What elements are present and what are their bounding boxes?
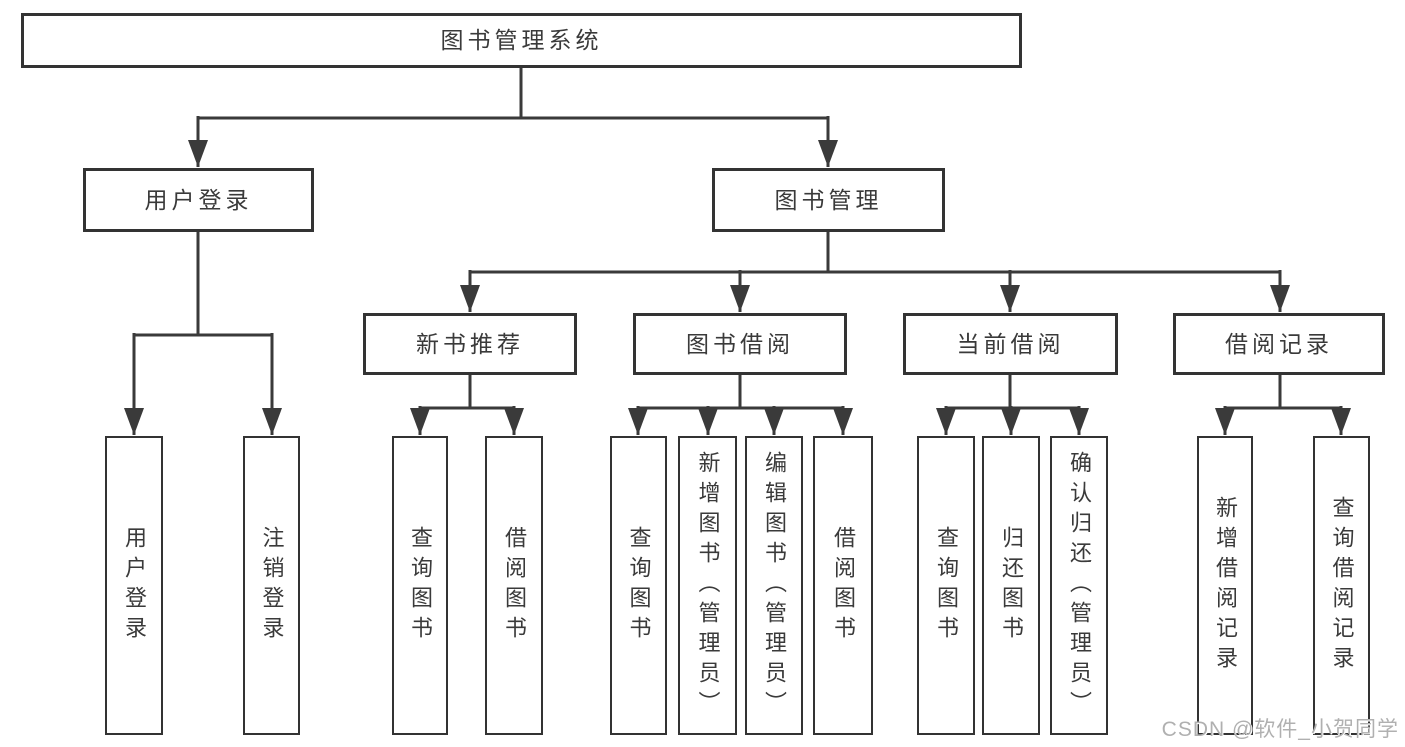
node-book-borrowing: 图书借阅 — [633, 313, 847, 375]
connector-borrow-records-to-leaves — [1215, 375, 1351, 435]
leaf-borrow-books-recommend: 借阅图书 — [485, 436, 543, 735]
leaf-query-books-borrowing: 查询图书 — [610, 436, 667, 735]
leaf-query-borrow-record: 查询借阅记录 — [1313, 436, 1370, 735]
node-book-management: 图书管理 — [712, 168, 945, 232]
leaf-add-borrow-record: 新增借阅记录 — [1197, 436, 1253, 735]
connector-new-books-to-leaves — [410, 375, 524, 435]
connector-root-to-level2 — [188, 68, 838, 167]
node-borrowing-records: 借阅记录 — [1173, 313, 1385, 375]
node-user-login: 用户登录 — [83, 168, 314, 232]
connector-book-mgmt-to-level3 — [460, 232, 1290, 312]
leaf-logout: 注销登录 — [243, 436, 300, 735]
connector-user-login-to-leaves — [124, 232, 282, 435]
node-library-management-system: 图书管理系统 — [21, 13, 1022, 68]
leaf-edit-books-admin: 编辑图书（管理员） — [745, 436, 803, 735]
leaf-add-books-admin: 新增图书（管理员） — [678, 436, 737, 735]
node-new-book-recommend: 新书推荐 — [363, 313, 577, 375]
leaf-user-login: 用户登录 — [105, 436, 163, 735]
leaf-query-books-current: 查询图书 — [917, 436, 975, 735]
leaf-confirm-return-admin: 确认归还（管理员） — [1050, 436, 1108, 735]
leaf-return-books: 归还图书 — [982, 436, 1040, 735]
node-current-borrowing: 当前借阅 — [903, 313, 1118, 375]
leaf-borrow-books: 借阅图书 — [813, 436, 873, 735]
leaf-query-books-recommend: 查询图书 — [392, 436, 448, 735]
connector-current-borrow-to-leaves — [936, 375, 1089, 435]
connector-book-borrow-to-leaves — [628, 375, 853, 435]
